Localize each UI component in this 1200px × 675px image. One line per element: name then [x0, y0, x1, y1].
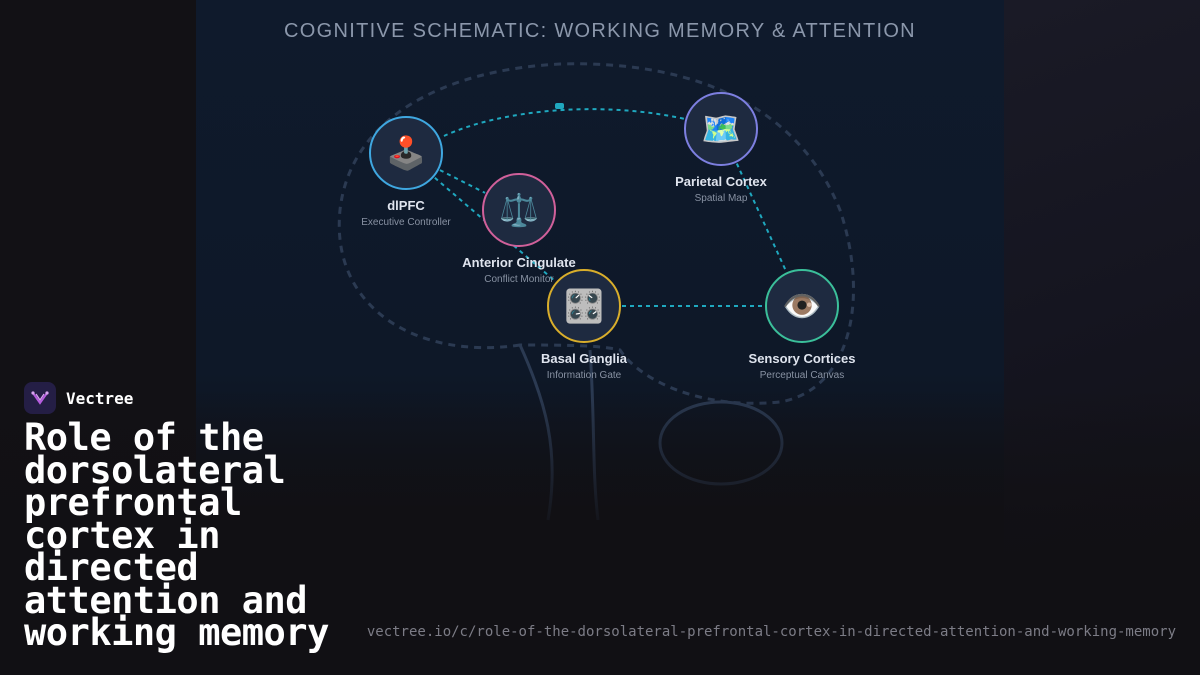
- connection-dlpfc-parietal: [443, 108, 686, 137]
- headline: Role of the dorsolateral prefrontal cort…: [24, 416, 329, 654]
- connection-dlpfc-basal: [434, 177, 556, 282]
- connection-marker: [555, 103, 564, 109]
- map-icon: 🗺️: [701, 111, 741, 147]
- node-sensory[interactable]: 👁️: [765, 269, 839, 343]
- eye-icon: 👁️: [782, 288, 822, 324]
- node-parietal[interactable]: 🗺️: [684, 92, 758, 166]
- bottom-fade: [0, 390, 1200, 675]
- node-sensory-label: Sensory Cortices: [748, 351, 856, 366]
- node-dlpfc-label: dlPFC: [387, 198, 425, 213]
- brand-name: Vectree: [66, 388, 134, 408]
- page-url[interactable]: vectree.io/c/role-of-the-dorsolateral-pr…: [366, 624, 1176, 640]
- joystick-icon: 🕹️: [386, 135, 426, 171]
- brand: Vectree: [24, 382, 133, 414]
- diagram-title: COGNITIVE SCHEMATIC: WORKING MEMORY & AT…: [284, 20, 916, 42]
- node-acc[interactable]: ⚖️: [482, 173, 556, 247]
- balance-scale-icon: ⚖️: [499, 192, 539, 228]
- connection-dlpfc-acc: [439, 169, 486, 194]
- node-acc-label: Anterior Cingulate: [462, 255, 576, 270]
- node-dlpfc-sublabel: Executive Controller: [361, 217, 451, 228]
- vectree-logo-icon: [24, 382, 56, 414]
- node-sensory-sublabel: Perceptual Canvas: [759, 370, 845, 381]
- node-parietal-sublabel: Spatial Map: [694, 193, 748, 204]
- node-dlpfc[interactable]: 🕹️: [369, 116, 443, 190]
- node-basal-label: Basal Ganglia: [541, 351, 627, 366]
- control-knobs-icon: 🎛️: [564, 288, 604, 324]
- node-basal-sublabel: Information Gate: [546, 370, 622, 381]
- node-acc-sublabel: Conflict Monitor: [484, 274, 554, 285]
- head-silhouette-outline: [337, 62, 855, 405]
- node-parietal-label: Parietal Cortex: [675, 174, 767, 189]
- connection-links: [434, 103, 788, 307]
- node-basal[interactable]: 🎛️: [547, 269, 621, 343]
- connection-parietal-sensory: [735, 163, 788, 272]
